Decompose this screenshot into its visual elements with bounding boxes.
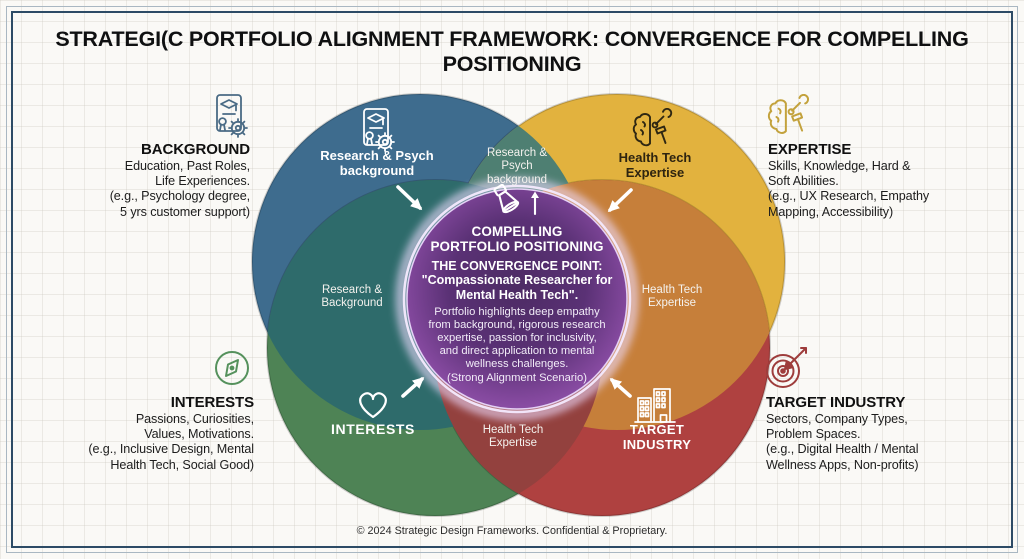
buildings-icon (634, 388, 676, 423)
panel-interests-text: Passions, Curiosities,Values, Motivation… (88, 412, 254, 472)
certificate-gear-icon (363, 108, 395, 152)
arrow-nw-icon (396, 185, 423, 211)
center-note: (Strong Alignment Scenario) (447, 372, 587, 385)
panel-background: BACKGROUND Education, Past Roles,Life Ex… (56, 141, 250, 220)
certificate-gear-icon (216, 94, 248, 138)
panel-interests: INTERESTS Passions, Curiosities,Values, … (56, 394, 254, 473)
convergence-arrows (396, 185, 633, 398)
center-circle (406, 188, 628, 410)
center-circle-ring (402, 184, 632, 414)
circle-label-interests: INTERESTS (331, 421, 415, 437)
panel-expertise-text: Skills, Knowledge, Hard &Soft Abilities.… (768, 159, 930, 219)
target-arrow-icon (766, 347, 807, 388)
panel-interests-heading: INTERESTS (170, 394, 254, 411)
diagram-title: STRATEGI(C PORTFOLIO ALIGNMENT FRAMEWORK… (55, 27, 969, 76)
brain-tools-icon (767, 94, 809, 134)
panel-expertise: EXPERTISE Skills, Knowledge, Hard &Soft … (768, 141, 974, 220)
panel-background-text: Education, Past Roles,Life Experiences.(… (109, 159, 250, 219)
panel-expertise-heading: EXPERTISE (768, 141, 852, 158)
arrow-sw-icon (401, 376, 425, 398)
center-subtitle: THE CONVERGENCE POINT: (431, 259, 603, 274)
center-circle-glow (395, 177, 639, 421)
spotlight-icon (493, 184, 539, 216)
heart-icon (359, 392, 387, 419)
panel-target-industry-text: Sectors, Company Types,Problem Spaces.(e… (766, 412, 919, 472)
panel-target-industry: TARGET INDUSTRY Sectors, Company Types,P… (766, 394, 978, 473)
panel-background-heading: BACKGROUND (141, 141, 250, 158)
overlap-label-left: Research &Background (321, 284, 383, 310)
arrow-ne-icon (607, 188, 633, 213)
arrow-se-icon (609, 377, 632, 398)
compass-icon (215, 351, 249, 385)
footer-copyright: © 2024 Strategic Design Frameworks. Conf… (356, 525, 668, 537)
panel-target-industry-heading: TARGET INDUSTRY (766, 394, 906, 411)
brain-tools-icon (632, 108, 673, 147)
